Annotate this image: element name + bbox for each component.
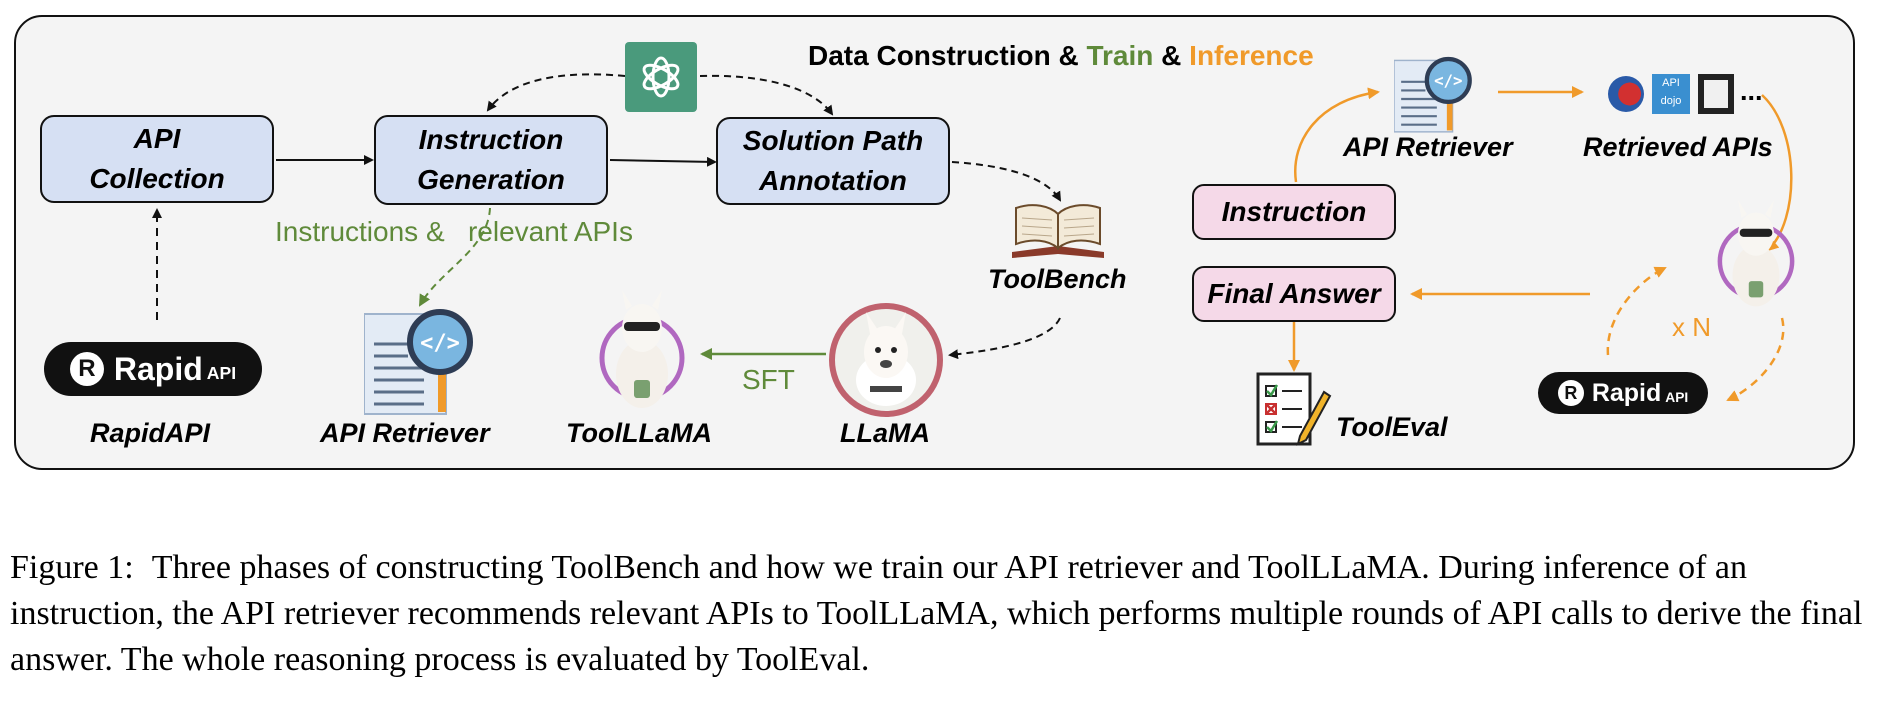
arrow-toolbench-to-llama (948, 317, 1061, 360)
sft-label: SFT (742, 364, 795, 395)
svg-text:</>: </> (1434, 71, 1462, 90)
checklist-icon (1256, 370, 1332, 448)
api-collection-box: API Collection (40, 115, 274, 203)
book-icon (1008, 198, 1108, 260)
times-n-label: x N (1672, 312, 1711, 342)
arrow-instruction-to-solution (609, 156, 717, 167)
api-retriever-icon-right: </> (1393, 54, 1474, 134)
arrow-retrieved-to-toolllama (1761, 94, 1793, 252)
arrow-toolllama-to-rapidapi (1726, 317, 1785, 402)
llama-label: LLaMA (840, 418, 930, 448)
llama-icon (826, 300, 946, 420)
toolllama-icon (596, 288, 688, 412)
arrow-gpt-to-solution (699, 74, 834, 116)
retrieved-api-icon-1 (1608, 76, 1644, 112)
instruction-generation-box: Instruction Generation (374, 115, 608, 205)
figure-caption: Figure 1:Three phases of constructing To… (10, 545, 1870, 683)
final-answer-box: Final Answer (1192, 266, 1396, 322)
api-retriever-label-left: API Retriever (320, 418, 490, 448)
rapidapi-r-icon: R (69, 352, 104, 386)
rapidapi-label: RapidAPI (90, 418, 211, 448)
instruction-box: Instruction (1192, 184, 1396, 240)
arrow-solution-to-toolbench (951, 161, 1062, 202)
arrow-instruction-to-retriever (419, 207, 491, 307)
rapidapi-r-icon-right: R (1557, 380, 1584, 406)
svg-text:</>: </> (420, 331, 460, 356)
figure-title: Data Construction & Train & Inference (808, 40, 1314, 71)
openai-icon (625, 42, 697, 112)
api-retriever-label-right: API Retriever (1343, 132, 1513, 162)
arrow-gpt-to-instruction (486, 73, 626, 112)
toolbench-label: ToolBench (988, 264, 1127, 294)
solution-path-annotation-box: Solution Path Annotation (716, 117, 950, 205)
tooleval-label: ToolEval (1336, 412, 1448, 442)
retrieved-apis-label: Retrieved APIs (1583, 132, 1773, 162)
arrow-rapidapi-to-toolllama (1606, 266, 1667, 356)
retrieved-ellipsis: ... (1740, 76, 1763, 106)
caption-label: Figure 1: (10, 549, 134, 586)
arrow-instruction-up-to-retriever (1294, 87, 1380, 183)
caption-text: Three phases of constructing ToolBench a… (10, 549, 1863, 678)
instructions-relevant-apis-label: Instructions & relevant APIs (275, 216, 633, 247)
toolllama-icon-right (1714, 198, 1798, 310)
toolllama-label-left: ToolLLaMA (566, 418, 712, 448)
api-retriever-icon: </> (363, 306, 476, 416)
retrieved-api-icon-3 (1698, 74, 1734, 114)
